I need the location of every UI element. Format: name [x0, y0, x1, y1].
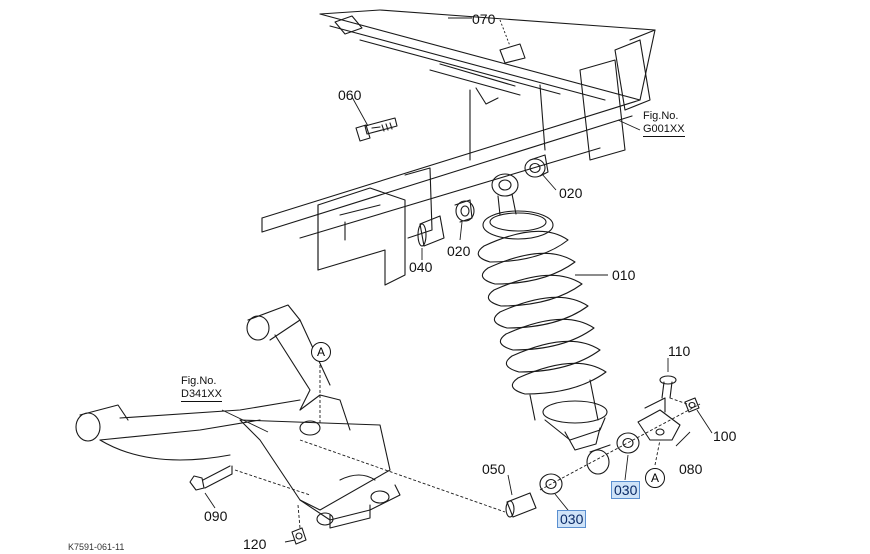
bracket-080 [637, 397, 681, 441]
collar-050 [505, 492, 537, 518]
left-bracket [317, 167, 433, 286]
part-label-060[interactable]: 060 [338, 87, 362, 103]
part-label-080[interactable]: 080 [679, 461, 703, 477]
figure-ref-arm-code: D341XX [181, 388, 222, 402]
shock-lower-eye [586, 444, 611, 475]
shock-top-eye [491, 173, 519, 216]
leader-lines [204, 17, 713, 543]
part-label-050[interactable]: 050 [482, 461, 506, 477]
top-bracket [334, 15, 526, 105]
bushing-020-upper [524, 154, 549, 178]
bolt-060 [355, 117, 398, 142]
part-label-040[interactable]: 040 [409, 259, 433, 275]
nut-100 [684, 397, 700, 413]
figure-ref-frame-code: G001XX [643, 123, 685, 137]
figure-ref-arm-label: Fig.No. [181, 375, 217, 387]
lower-arm [75, 304, 401, 529]
part-label-020-upper[interactable]: 020 [559, 185, 583, 201]
part-label-070[interactable]: 070 [472, 11, 496, 27]
part-label-120[interactable]: 120 [243, 536, 267, 552]
bushing-020-lower [454, 199, 475, 223]
figure-ref-arm[interactable]: Fig.No. D341XX [181, 375, 222, 402]
frame-rails [261, 9, 656, 239]
bolt-090 [189, 465, 233, 491]
part-label-030-left[interactable]: 030 [557, 510, 587, 528]
part-label-100[interactable]: 100 [713, 428, 737, 444]
collar-040 [417, 215, 445, 247]
bolt-110 [659, 375, 677, 399]
drawing-code: K7591-061-11 [68, 542, 125, 552]
callout-a-bracket: A [645, 468, 665, 488]
figure-ref-frame-label: Fig.No. [643, 110, 679, 122]
callout-a-arm: A [311, 342, 331, 362]
part-label-090[interactable]: 090 [204, 508, 228, 524]
part-label-030-right[interactable]: 030 [611, 481, 641, 499]
bushing-030-right [616, 432, 640, 454]
part-label-020-lower[interactable]: 020 [447, 243, 471, 259]
coil-spring-010 [477, 210, 608, 451]
part-label-010[interactable]: 010 [612, 267, 636, 283]
part-label-110[interactable]: 110 [668, 343, 691, 359]
bushing-030-left [539, 473, 563, 495]
figure-ref-frame[interactable]: Fig.No. G001XX [643, 110, 685, 137]
nut-120 [291, 527, 307, 545]
